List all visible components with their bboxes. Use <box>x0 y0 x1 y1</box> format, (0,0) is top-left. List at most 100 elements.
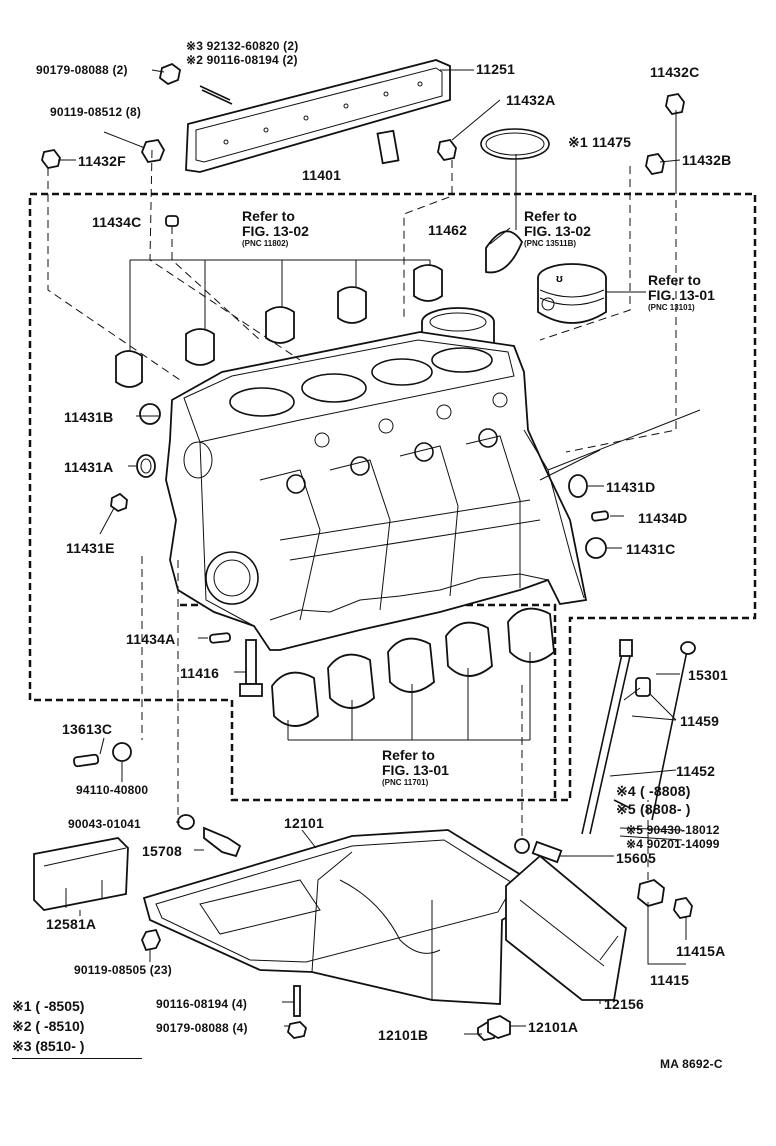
label-11415: 11415 <box>650 972 690 988</box>
label-94110: 94110-40800 <box>76 783 149 797</box>
label-11401: 11401 <box>302 167 342 183</box>
figure-code: MA 8692-C <box>660 1057 723 1071</box>
label-15708: 15708 <box>142 843 182 859</box>
bolt-90430 <box>613 799 631 809</box>
oring-11459 <box>635 677 651 697</box>
refer-pnc: (PNC 11701) <box>382 778 429 787</box>
label-11432C: 11432C <box>650 64 700 80</box>
refer-pnc: (PNC 13101) <box>648 303 695 312</box>
nut-90179-08088 <box>287 1021 307 1039</box>
pin-11434D <box>591 510 609 522</box>
label-11432A: 11432A <box>506 92 556 108</box>
refer-line2: FIG. 13-01 <box>382 762 449 778</box>
label-11432F: 11432F <box>78 153 126 169</box>
oil-seal-13511B <box>485 230 524 274</box>
plug-13613C <box>73 753 100 768</box>
pin-11434A <box>209 632 231 644</box>
refer-line2: FIG. 13-01 <box>648 287 715 303</box>
note-underline <box>12 996 142 1059</box>
dipstick-15301 <box>651 641 696 821</box>
plug-11431E <box>110 492 128 513</box>
dipstick-guide-11452 <box>581 639 633 835</box>
label-11431E: 11431E <box>66 540 115 556</box>
label-11459: 11459 <box>680 713 720 729</box>
label-12101A: 12101A <box>528 1019 579 1035</box>
label-90179-bottom: 90179-08088 (4) <box>156 1021 248 1035</box>
label-11431A: 11431A <box>64 459 114 475</box>
label-note5-range: ※5 (8808- ) <box>616 801 691 817</box>
label-11475: ※1 11475 <box>568 134 632 150</box>
label-12101B: 12101B <box>378 1027 429 1043</box>
plug-11431A <box>136 454 156 478</box>
label-11434A: 11434A <box>126 631 176 647</box>
bolt-11416 <box>239 639 263 697</box>
label-90116-bottom: 90116-08194 (4) <box>156 997 248 1011</box>
svg-text:ʊ: ʊ <box>556 273 563 285</box>
bolt-90119-08505 <box>141 928 161 952</box>
plug-11431D <box>568 474 588 498</box>
plate-12581A <box>33 837 129 911</box>
switch-15708 <box>203 826 242 858</box>
plug-11431C <box>585 537 607 559</box>
gasket-90043 <box>177 814 195 830</box>
pin-11434C <box>165 215 179 227</box>
refer-line1: Refer to <box>648 272 701 288</box>
refer-line2: FIG. 13-02 <box>242 223 309 239</box>
note-3: ※3 (8510- ) <box>12 1038 85 1054</box>
plug-11415 <box>637 879 665 907</box>
label-12156: 12156 <box>604 996 644 1012</box>
lower-bearing-shells <box>271 607 555 741</box>
label-note4-range: ※4 ( -8808) <box>616 783 691 799</box>
plug-11432F <box>41 149 61 169</box>
refer-fig-13-01-b: Refer to FIG. 13-01 (PNC 11701) <box>382 747 449 788</box>
label-11434C: 11434C <box>92 214 142 230</box>
note-1: ※1 ( -8505) <box>12 998 85 1014</box>
refer-line1: Refer to <box>382 747 435 763</box>
cylinder-block-11401 <box>165 331 588 651</box>
baffle-12156 <box>505 854 627 1001</box>
label-12581A: 12581A <box>46 916 97 932</box>
label-11416: 11416 <box>180 665 220 681</box>
label-11251: 11251 <box>476 61 516 77</box>
hidden-leader-lines <box>47 149 677 880</box>
bolt-15605 <box>514 838 563 864</box>
label-90116-top: ※2 90116-08194 (2) <box>186 53 298 67</box>
plug-12101A <box>487 1015 511 1039</box>
label-90430: ※5 90430-18012 <box>626 823 720 837</box>
plug-11432B <box>645 153 665 175</box>
refer-fig-13-01-a: Refer to FIG. 13-01 (PNC 13101) <box>648 272 715 313</box>
stud-90116-08194 <box>293 985 301 1017</box>
refer-fig-13-02-a: Refer to FIG. 13-02 (PNC 11802) <box>242 208 309 249</box>
gasket-11415A <box>673 897 693 919</box>
oil-pan-12101 <box>142 829 527 1005</box>
bolt-90119-08512 <box>103 131 166 163</box>
label-90179-top: 90179-08088 (2) <box>36 63 128 77</box>
label-11432B: 11432B <box>682 152 732 168</box>
nut-90179-top <box>159 62 181 86</box>
label-90201: ※4 90201-14099 <box>626 837 720 851</box>
label-11431D: 11431D <box>606 479 656 495</box>
plug-11432C <box>665 93 685 115</box>
label-90119-08512: 90119-08512 (8) <box>50 105 142 119</box>
plug-11431B <box>139 403 161 425</box>
label-11462: 11462 <box>428 222 468 238</box>
oring-11475 <box>480 128 550 160</box>
plug-11432A <box>437 99 501 161</box>
label-11452: 11452 <box>676 763 716 779</box>
label-11434D: 11434D <box>638 510 688 526</box>
refer-fig-13-02-b: Refer to FIG. 13-02 (PNC 13511B) <box>524 209 591 249</box>
label-11415A: 11415A <box>676 943 726 959</box>
label-11431B: 11431B <box>64 409 114 425</box>
refer-line1: Refer to <box>242 208 295 224</box>
label-11431C: 11431C <box>626 541 676 557</box>
upper-bearing-shells <box>115 259 443 388</box>
cover-gasket-11251 <box>185 59 451 173</box>
label-92132: ※3 92132-60820 (2) <box>186 39 299 53</box>
label-13613C: 13613C <box>62 721 113 737</box>
label-15301: 15301 <box>688 667 728 683</box>
label-12101: 12101 <box>284 815 324 831</box>
stud-bolt-92132 <box>199 85 233 105</box>
refer-line2: FIG. 13-02 <box>524 223 591 239</box>
label-15605: 15605 <box>616 850 656 866</box>
